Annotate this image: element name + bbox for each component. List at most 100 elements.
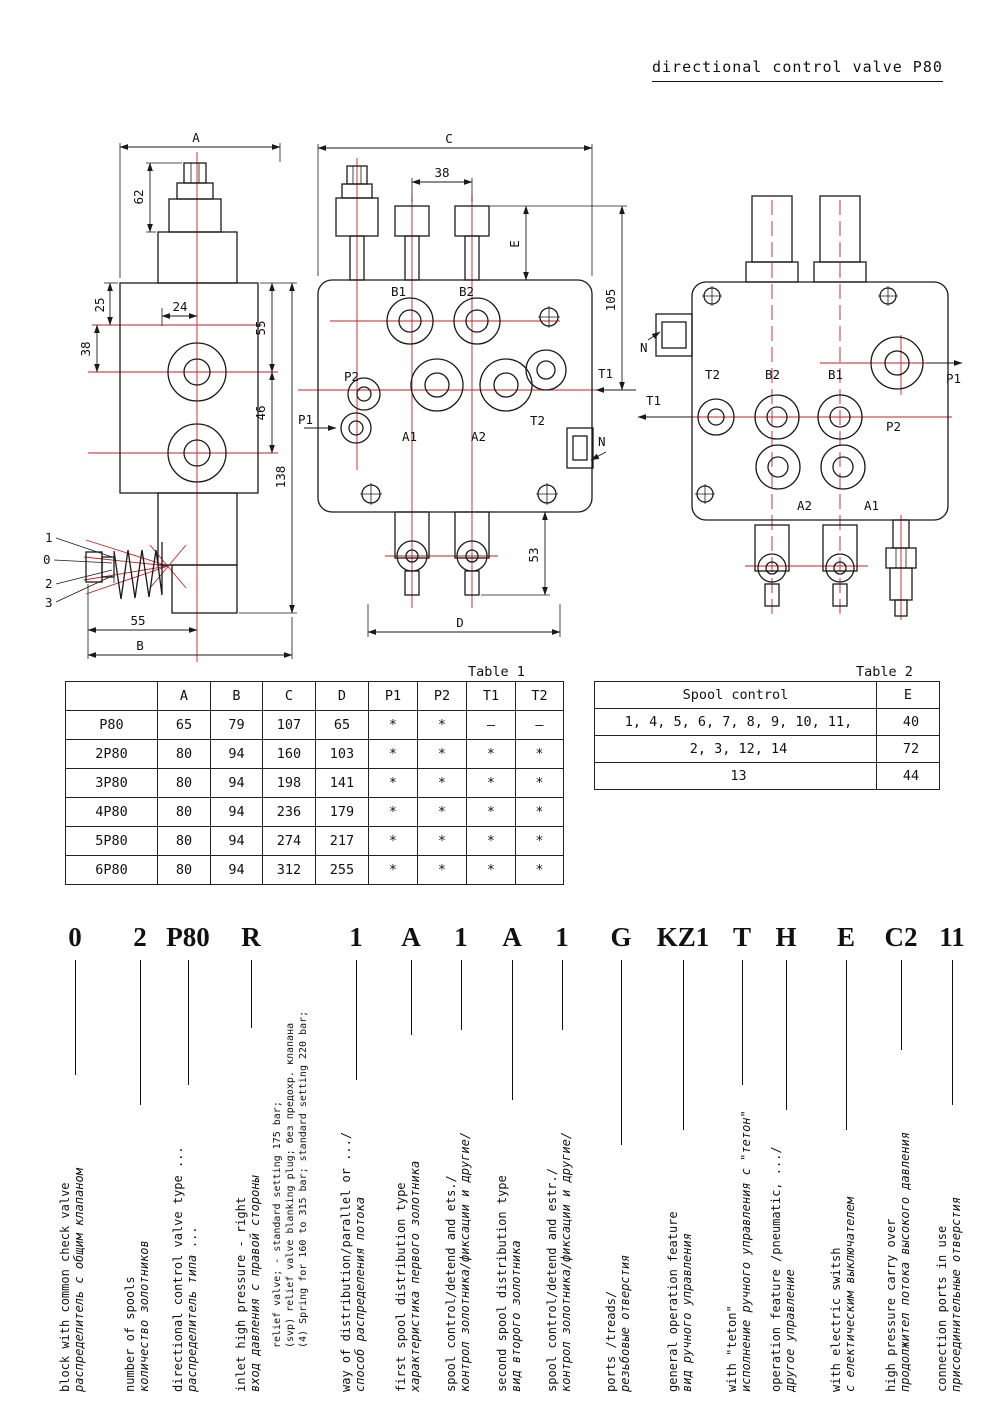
t1-header	[65, 681, 158, 711]
t1-cell: 217	[315, 826, 369, 856]
t2-cell: 44	[876, 762, 940, 790]
code-desc-en: connection ports in use	[935, 1225, 949, 1392]
code-desc-en: with electric switsh	[829, 1247, 843, 1393]
t1-cell: 255	[315, 855, 369, 885]
dim-label-A: A	[192, 130, 200, 145]
code-line	[355, 960, 357, 1080]
t2-cell: 13	[594, 762, 877, 790]
t1-cell: 80	[157, 797, 211, 827]
code-desc-ru: вход давления с правой стороны	[248, 1175, 262, 1392]
t1-cell: 94	[210, 826, 263, 856]
code-desc-en: first spool distribution type	[394, 1182, 408, 1392]
code-line	[74, 960, 76, 1075]
table-1: A B C D P1 P2 T1 T2 P80 65 79 107 65 * *…	[65, 681, 564, 885]
code-line	[511, 960, 513, 1100]
code-desc-en: spool control/detend and ets./	[444, 1175, 458, 1392]
t1-header: T1	[466, 681, 516, 711]
code-line	[900, 960, 902, 1050]
dim-label-55-right: 55	[253, 320, 268, 335]
code-line	[250, 960, 252, 1028]
port-label-p2-back: P2	[886, 419, 901, 434]
t1-cell: *	[515, 739, 564, 769]
code-desc-en: directional control valve type ...	[171, 1146, 185, 1392]
t1-cell: 103	[315, 739, 369, 769]
code-value: KZ1	[656, 922, 710, 952]
code-line	[460, 960, 462, 1030]
t2-header: E	[876, 681, 940, 709]
dim-label-38-side: 38	[78, 341, 93, 356]
table-row: 13 44	[594, 762, 940, 790]
code-desc-ru: контрол золотника/фиксации и другие/	[559, 1131, 573, 1392]
table-row: 2P80 80 94 160 103 * * * *	[65, 739, 564, 769]
code-value: H	[775, 922, 797, 952]
port-label-n-back: N	[640, 340, 648, 355]
dim-label-24: 24	[172, 299, 187, 314]
t1-cell: 179	[315, 797, 369, 827]
t1-cell: 274	[262, 826, 316, 856]
code-desc-ru: с електическим выключателем	[843, 1196, 857, 1392]
code-desc-ru: распределитель типа ...	[185, 1225, 199, 1392]
code-value: T	[732, 922, 752, 952]
code-value: R	[241, 922, 261, 952]
port-label-t2-back: T2	[705, 367, 720, 382]
code-desc-ru: контрол золотника/фиксации и другие/	[458, 1131, 472, 1392]
code-desc-ru: вид ручного управления	[680, 1233, 694, 1392]
code-desc-ru: характеристика первого золотника	[408, 1160, 422, 1392]
code-value: 1	[454, 922, 468, 952]
dim-label-46: 46	[253, 405, 268, 420]
code-desc-en: block with common check valve	[58, 1182, 72, 1392]
dim-label-55-bottom: 55	[130, 613, 145, 628]
t1-header: B	[210, 681, 263, 711]
dim-label-62: 62	[131, 189, 146, 204]
code-desc-en: high pressure carry over	[884, 1218, 898, 1392]
table-row: 1, 4, 5, 6, 7, 8, 9, 10, 11, 40	[594, 708, 940, 736]
t1-cell: 65	[315, 710, 369, 740]
t2-cell: 2, 3, 12, 14	[594, 735, 877, 763]
t1-cell: *	[417, 739, 467, 769]
t1-cell: *	[368, 739, 418, 769]
table-row: 3P80 80 94 198 141 * * * *	[65, 768, 564, 798]
t1-cell: 80	[157, 855, 211, 885]
code-desc-ru: вид второго золотника	[509, 1240, 523, 1392]
code-desc-en: spool control/detend and estr./	[545, 1168, 559, 1392]
code-value: 1	[349, 922, 363, 952]
port-label-a2-back: A2	[797, 498, 812, 513]
port-label-p1: P1	[298, 412, 313, 427]
code-desc-ru: резьбовые отверстия	[618, 1254, 632, 1392]
side-view-drawing: 1 0 2 3 A 62 25 38 24 55 46 138 55	[43, 130, 297, 662]
table1-caption: Table 1	[468, 664, 525, 680]
front-view-drawing: B1 B2 P2 P1 A1 A2 T1 T2 N C 38 E 105 53	[298, 131, 636, 637]
code-desc-en: general operation feature	[666, 1211, 680, 1392]
t1-cell: *	[515, 826, 564, 856]
dim-label-138: 138	[273, 466, 288, 489]
table-row: 4P80 80 94 236 179 * * * *	[65, 797, 564, 827]
table-2: Spool control E 1, 4, 5, 6, 7, 8, 9, 10,…	[594, 681, 940, 790]
code-desc-en: way of distribution/parallel or .../	[339, 1131, 353, 1392]
code-value: E	[836, 922, 856, 952]
code-line	[845, 960, 847, 1130]
t2-cell: 1, 4, 5, 6, 7, 8, 9, 10, 11,	[594, 708, 877, 736]
code-note: (4) Spring for 160 to 315 bar; standard …	[298, 1010, 309, 1348]
t1-cell: 80	[157, 739, 211, 769]
t1-header: C	[262, 681, 316, 711]
t2-cell: 72	[876, 735, 940, 763]
t1-cell: *	[368, 826, 418, 856]
t1-cell: 236	[262, 797, 316, 827]
t1-cell: *	[368, 855, 418, 885]
code-desc-en: inlet high pressure - right	[234, 1196, 248, 1392]
t1-cell: 3P80	[65, 768, 158, 798]
dim-label-105: 105	[603, 289, 618, 312]
code-desc-ru: продолжител потока высокого давления	[898, 1131, 912, 1392]
code-value: P80	[166, 922, 210, 952]
lever-pos-0-label: 0	[43, 552, 51, 567]
dim-label-C: C	[445, 131, 453, 146]
port-label-t1: T1	[598, 366, 613, 381]
port-label-b2: B2	[459, 284, 474, 299]
t1-cell: *	[515, 768, 564, 798]
code-value: 11	[939, 922, 965, 952]
t1-cell: *	[515, 797, 564, 827]
code-line	[951, 960, 953, 1105]
t1-cell: 160	[262, 739, 316, 769]
code-desc-en: ports /treads/	[604, 1290, 618, 1392]
